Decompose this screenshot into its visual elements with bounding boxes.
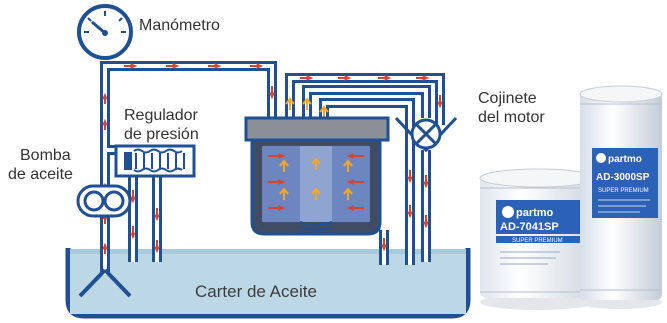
flow-arrows-orange [285, 97, 329, 118]
engine-bearing-icon [394, 116, 458, 153]
oil-filter-icon [244, 116, 390, 236]
bearing-label-line1: Cojinete [478, 90, 537, 107]
product-large-line: SUPER PREMIUM [598, 188, 649, 194]
product-large-brand: partmo [608, 154, 642, 165]
pressure-regulator-icon [114, 144, 196, 178]
regulator-label-line1: Regulador [124, 107, 199, 124]
oil-pickup [78, 268, 132, 298]
oil-pump-icon [76, 184, 132, 218]
pump-label-line1: Bomba [20, 147, 71, 164]
product-filter-small: partmo AD-7041SP SUPER PREMIUM [479, 168, 597, 310]
product-small-line: SUPER PREMIUM [512, 238, 563, 244]
regulator-label-line2: de presión [124, 126, 199, 143]
pump-label-line2: de aceite [8, 166, 73, 183]
filter-flow-arrows [268, 153, 364, 211]
gauge-label: Manómetro [139, 17, 220, 34]
product-small-brand: partmo [516, 207, 554, 219]
product-filter-large: partmo AD-3000SP SUPER PREMIUM [578, 85, 663, 309]
oil-sump [65, 248, 471, 319]
bearing-label-line2: del motor [478, 109, 545, 126]
product-small-model: AD-7041SP [500, 221, 559, 233]
sump-label: Carter de Aceite [195, 282, 317, 301]
pressure-gauge-icon [77, 4, 133, 60]
flow-arrows-red [102, 63, 443, 254]
product-large-model: AD-3000SP [596, 172, 650, 183]
